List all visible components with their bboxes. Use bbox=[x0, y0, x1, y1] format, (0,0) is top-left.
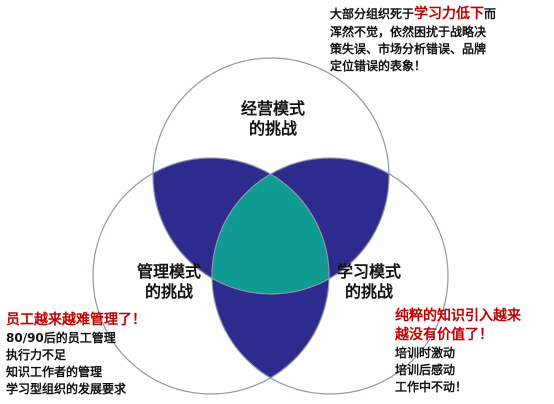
note-item: 工作中不动！ bbox=[395, 380, 468, 394]
circle-left bbox=[92, 157, 330, 395]
note-line: 浑然不觉，依然困扰于战略决 bbox=[330, 25, 487, 39]
label-management-model: 管理模式 的挑战 bbox=[124, 262, 214, 302]
note-title: 越没有价值了！ bbox=[395, 327, 493, 343]
label-line: 的挑战 bbox=[144, 282, 193, 301]
note-bottom-right: 纯粹的知识引入越来 越没有价值了！ 培训时激动 培训后感动 工作中不动！ bbox=[395, 307, 521, 396]
note-item: 培训后感动 bbox=[395, 363, 456, 377]
note-top-right: 大部分组织死于学习力低下而 浑然不觉，依然困扰于战略决 策失误、市场分析错误、品… bbox=[330, 5, 496, 75]
note-item: 执行力不足 bbox=[6, 348, 67, 362]
label-line: 的挑战 bbox=[248, 119, 297, 138]
label-line: 学习模式 bbox=[336, 262, 401, 281]
note-line: 策失误、市场分析错误、品牌 bbox=[330, 42, 487, 56]
note-item: 学习型组织的发展要求 bbox=[6, 382, 127, 396]
note-title: 员工越来越难管理了！ bbox=[6, 312, 146, 328]
note-bottom-left: 员工越来越难管理了！ 80/90后的员工管理 执行力不足 知识工作者的管理 学习… bbox=[6, 311, 146, 398]
label-line: 管理模式 bbox=[136, 262, 201, 281]
label-business-model: 经营模式 的挑战 bbox=[228, 99, 318, 139]
note-line: 定位错误的表象！ bbox=[330, 59, 427, 73]
overlap-center bbox=[212, 158, 329, 294]
label-line: 经营模式 bbox=[240, 99, 305, 118]
circle-right bbox=[211, 157, 449, 395]
note-title: 纯粹的知识引入越来 bbox=[395, 308, 521, 324]
circle-top bbox=[152, 57, 390, 295]
note-item: 80/90后的员工管理 bbox=[6, 331, 116, 345]
note-item: 培训时激动 bbox=[395, 346, 456, 360]
note-line: 大部分组织死于学习力低下而 bbox=[330, 6, 497, 22]
highlight-learning-power: 学习力低下 bbox=[414, 6, 485, 22]
note-item: 知识工作者的管理 bbox=[6, 365, 103, 379]
label-line: 的挑战 bbox=[344, 282, 393, 301]
label-learning-model: 学习模式 的挑战 bbox=[324, 262, 414, 302]
